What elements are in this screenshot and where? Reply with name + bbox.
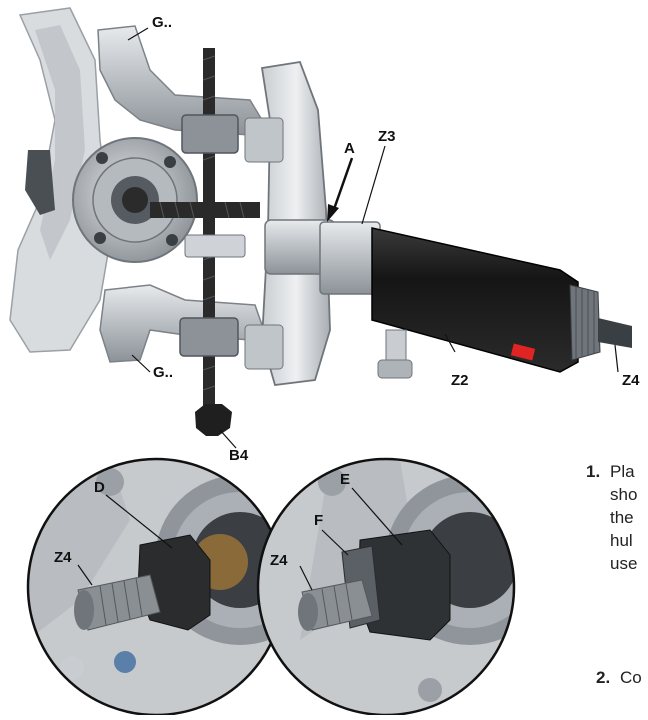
label-z4-right: Z4 [270,552,288,569]
hose-connector [385,329,407,361]
label-f: F [314,512,324,529]
step-1-number: 1. [586,462,601,481]
step-1-line: use [610,554,638,573]
step-1-line: Pla [610,462,635,481]
label-g-top: G.. [152,14,173,31]
label-a: A [344,140,355,157]
step-1-line: the [610,508,634,527]
label-b4: B4 [229,447,249,464]
red-marker [510,343,536,361]
label-z3: Z3 [378,128,396,145]
step-2-number: 2. [596,668,611,687]
star-knob [195,404,232,436]
spindle-z4 [598,318,632,348]
detail-circle-e-f [256,457,516,717]
step-1-text: Pla sho the hul use [610,460,637,575]
step-1-line: hul [610,531,633,550]
main-illustration [9,7,632,449]
hydraulic-cylinder-z2 [371,227,579,373]
label-d: D [94,479,105,496]
step-2-text: Co [620,668,642,687]
label-z4-left: Z4 [54,549,72,566]
clamp-block-lower [179,317,239,357]
label-z4-main: Z4 [622,372,640,389]
label-e: E [340,471,351,488]
label-z2: Z2 [451,372,469,389]
step-1-line: sho [610,485,638,504]
label-g-bottom: G.. [153,364,174,381]
arrow-a-icon [327,157,354,222]
clamp-block-upper [181,114,239,154]
